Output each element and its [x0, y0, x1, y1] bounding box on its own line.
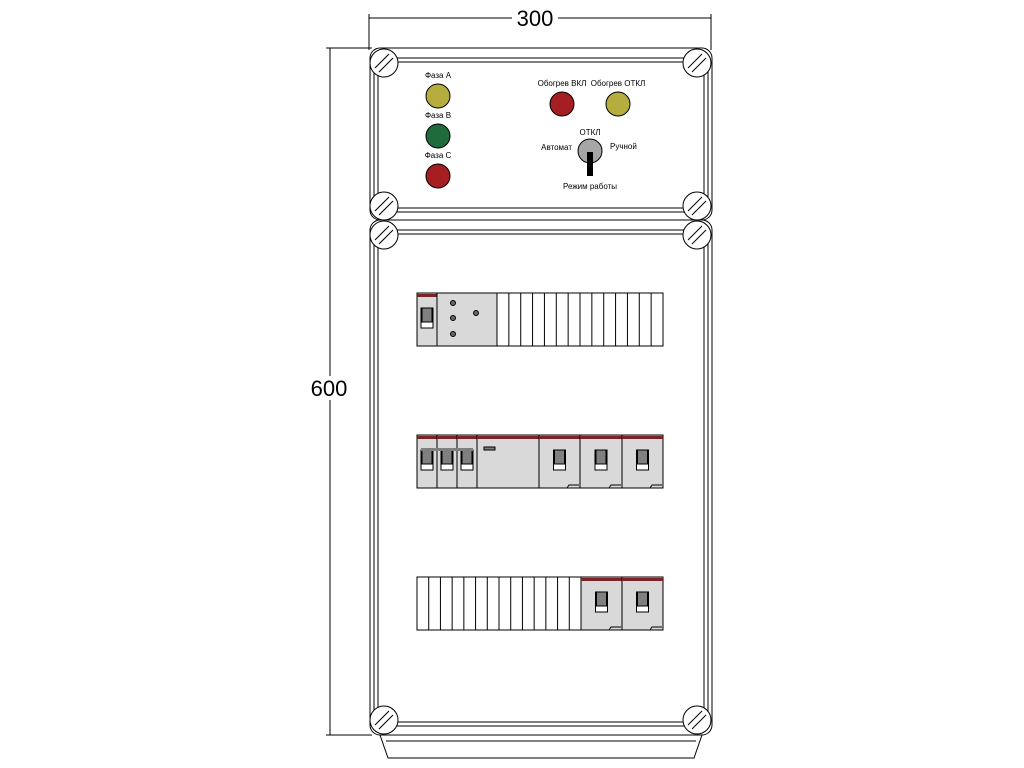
- circuit-breaker: [621, 576, 664, 631]
- phase-b-lamp: [425, 123, 451, 149]
- top-enclosure: [369, 47, 713, 221]
- breaker-toggle[interactable]: [461, 449, 473, 465]
- blank-cover: [416, 576, 582, 631]
- heating-on-lamp: [549, 91, 575, 117]
- mode-manual-label: Ручной: [610, 142, 637, 151]
- phase-b-label: Фаза В: [425, 111, 451, 120]
- circuit-breaker: [621, 434, 664, 489]
- mode-auto-label: Автомат: [541, 143, 572, 152]
- enclosure-base: [379, 734, 703, 759]
- breaker-toggle[interactable]: [596, 591, 607, 607]
- circuit-breaker: [436, 434, 458, 489]
- breaker-toggle[interactable]: [637, 449, 648, 465]
- adjust-knob-icon: [450, 331, 456, 337]
- breaker-toggle[interactable]: [595, 449, 607, 465]
- screw-icon: [369, 48, 399, 78]
- mode-switch-title: Режим работы: [563, 182, 617, 191]
- circuit-breaker: [580, 576, 623, 631]
- phase-a-lamp: [425, 83, 451, 109]
- phase-a-label: Фаза А: [425, 71, 452, 80]
- screw-icon: [682, 191, 712, 221]
- screw-icon: [682, 48, 712, 78]
- phase-control-relay: [436, 292, 498, 347]
- blank-cover: [496, 292, 664, 347]
- contactor: [476, 434, 540, 489]
- breaker-toggle[interactable]: [637, 591, 648, 607]
- screw-icon: [682, 705, 712, 735]
- heating-off-lamp: [605, 91, 631, 117]
- screw-icon: [369, 191, 399, 221]
- adjust-knob-icon: [450, 315, 456, 321]
- circuit-breaker: [456, 434, 478, 489]
- main-breaker: [416, 292, 438, 347]
- adjust-knob-icon: [450, 300, 456, 306]
- phase-c-lamp: [425, 163, 451, 189]
- circuit-breaker: [416, 434, 438, 489]
- mode-off-label: ОТКЛ: [579, 128, 600, 137]
- dimension-width-label: 300: [517, 6, 554, 31]
- breaker-toggle[interactable]: [554, 449, 565, 465]
- breaker-toggle[interactable]: [421, 449, 433, 465]
- breaker-toggle[interactable]: [441, 449, 453, 465]
- screw-icon: [369, 705, 399, 735]
- screw-icon: [682, 220, 712, 250]
- dimension-height-label: 600: [311, 376, 348, 401]
- screw-icon: [369, 220, 399, 250]
- breaker-bus-link: [421, 448, 473, 451]
- heating-on-label: Обогрев ВКЛ: [538, 79, 587, 88]
- adjust-knob-icon: [473, 310, 479, 316]
- circuit-breaker: [579, 434, 623, 489]
- phase-c-label: Фаза С: [425, 151, 452, 160]
- breaker-toggle[interactable]: [421, 307, 433, 323]
- circuit-breaker: [538, 434, 581, 489]
- heating-off-label: Обогрев ОТКЛ: [591, 79, 646, 88]
- mode-selector-switch[interactable]: [577, 138, 603, 176]
